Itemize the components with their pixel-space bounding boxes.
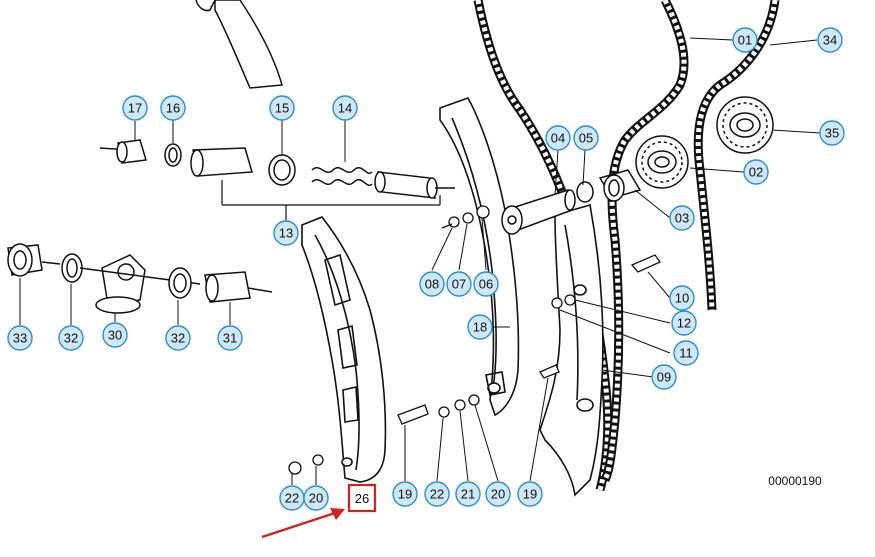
callout-circle-31[interactable] [217,325,243,351]
callout-label-02: 02 [749,165,763,180]
bracket-13 [221,180,441,222]
callout-circle-07[interactable] [446,271,472,297]
callout-label-03: 03 [675,211,689,226]
callout-label-22: 22 [285,491,299,506]
callout-label-18: 18 [473,320,487,335]
callout-circle-33[interactable] [7,325,33,351]
guide-rail-09 [539,203,604,497]
callout-label-09: 09 [657,370,671,385]
callout-circle-21[interactable] [455,481,481,507]
callout-circle-13[interactable] [273,220,299,246]
callout-label-07: 07 [452,277,466,292]
callout-circle-03[interactable] [669,205,695,231]
callout-label-16: 16 [166,101,180,116]
callout-label-22: 22 [430,487,444,502]
callout-label-19: 19 [523,487,537,502]
callout-circle-15[interactable] [269,95,295,121]
fasteners [288,205,661,475]
callout-label-20: 20 [309,491,323,506]
tensioner-rail-18 [439,97,520,417]
callout-circle-06[interactable] [473,271,499,297]
callout-label-08: 08 [425,277,439,292]
callout-circle-19[interactable] [517,481,543,507]
guide-rail-26 [301,216,387,483]
callout-circle-30[interactable] [102,322,128,348]
callout-circle-35[interactable] [819,120,845,146]
callout-label-21: 21 [461,487,475,502]
callout-label-04: 04 [551,131,565,146]
callout-label-32: 32 [171,331,185,346]
callout-label-01: 01 [738,33,752,48]
shaft-04 [501,181,594,235]
callout-circle-09[interactable] [651,364,677,390]
callout-label-32: 32 [64,331,78,346]
callout-label-19: 19 [398,487,412,502]
tensioner-housing-group [7,243,273,314]
callout-circle-05[interactable] [573,125,599,151]
callout-label-30: 30 [108,328,122,343]
callout-label-15: 15 [275,101,289,116]
callout-circle-32[interactable] [58,325,84,351]
callout-circle-19[interactable] [392,481,418,507]
callout-circle-11[interactable] [673,340,699,366]
callout-label-10: 10 [675,291,689,306]
highlighted-part-label: 26 [355,491,369,506]
callout-label-33: 33 [13,331,27,346]
highlight-arrow [261,508,345,539]
callout-circle-02[interactable] [743,159,769,185]
timing-chain-right [600,0,780,483]
callout-label-35: 35 [825,126,839,141]
callout-circle-10[interactable] [669,285,695,311]
sprocket-02 [635,135,689,189]
callout-circle-14[interactable] [332,95,358,121]
callout-circle-34[interactable] [817,27,843,53]
callout-circle-17[interactable] [122,95,148,121]
callout-label-05: 05 [579,131,593,146]
callout-circle-04[interactable] [545,125,571,151]
callout-circle-20[interactable] [485,481,511,507]
callout-label-20: 20 [491,487,505,502]
callout-label-06: 06 [479,277,493,292]
callout-label-34: 34 [823,33,837,48]
callout-circle-18[interactable] [467,314,493,340]
callout-label-14: 14 [338,101,352,116]
callout-circle-22[interactable] [424,481,450,507]
callout-circle-32[interactable] [165,325,191,351]
callout-label-31: 31 [223,331,237,346]
callout-circle-08[interactable] [419,271,445,297]
leader-lines [19,37,821,485]
sprocket-35 [716,96,774,154]
upper-guide-rail [195,0,283,89]
highlighted-part-box[interactable]: 26 [347,483,377,513]
callout-label-13: 13 [279,226,293,241]
callout-circle-01[interactable] [732,27,758,53]
callout-circle-12[interactable] [671,310,697,336]
sleeve-03 [598,169,642,202]
callout-label-17: 17 [128,101,142,116]
callout-circle-20[interactable] [303,485,329,511]
part-callouts: 01 34 35 02 03 04 05 10 12 11 09 13 14 15 16 17 08 07 06 18… [7,27,845,511]
callout-circle-16[interactable] [160,95,186,121]
callout-label-11: 11 [679,346,693,361]
tensioner-assembly [99,139,455,199]
callout-label-12: 12 [677,316,691,331]
drawing-number: 00000190 [768,474,822,488]
